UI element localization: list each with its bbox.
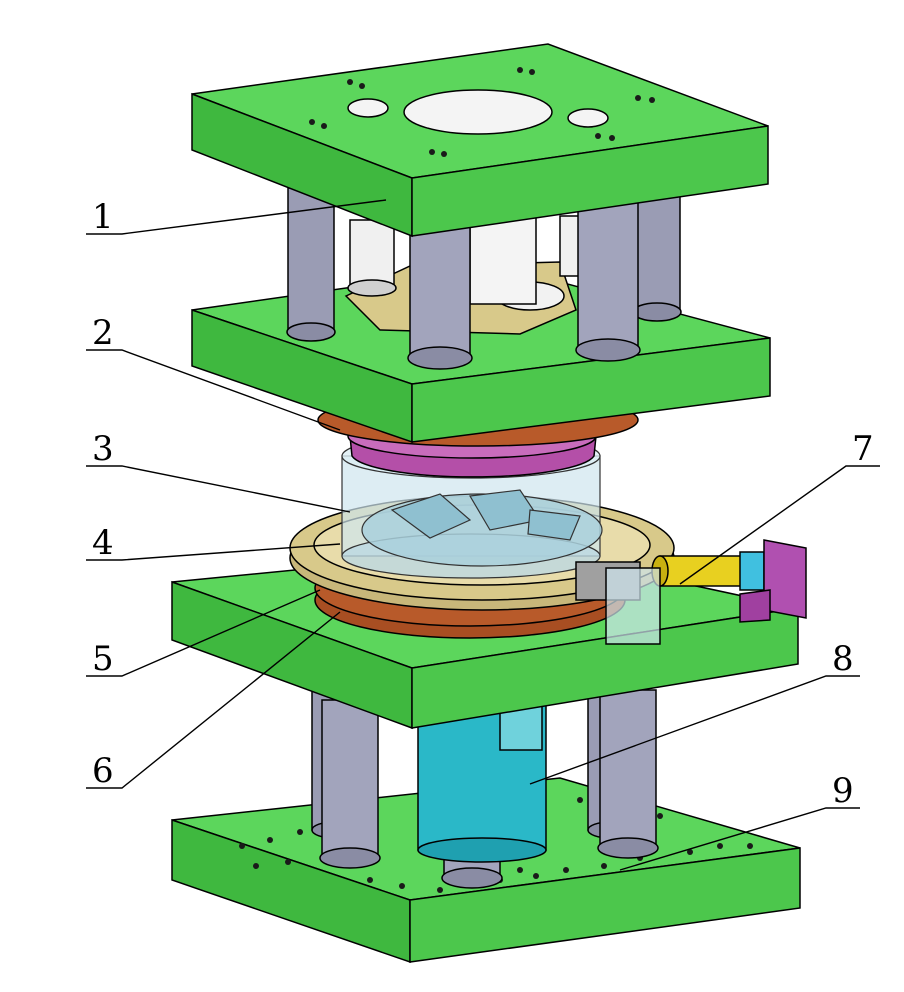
leader-line-8: [529, 675, 860, 785]
top-plate-holes: [347, 89, 609, 135]
leader-lines: [86, 199, 880, 871]
callout-2: 2: [92, 313, 114, 353]
callout-6: 6: [92, 751, 114, 791]
top-plate-bolt-holes: [309, 67, 655, 157]
callout-3: 3: [92, 429, 114, 469]
callout-labels: 1 2 3 4 5 6 7 8 9: [92, 197, 874, 811]
leader-line-9: [619, 807, 860, 871]
yellow-cylinder-assembly: [575, 539, 807, 645]
callout-9: 9: [832, 771, 854, 811]
cyan-hydraulic-cylinder: [417, 699, 547, 863]
callout-4: 4: [92, 523, 114, 563]
callout-7: 7: [852, 429, 874, 469]
leader-line-5: [86, 589, 321, 677]
leader-line-7: [679, 465, 880, 585]
top-plate: [191, 43, 769, 238]
callout-1: 1: [92, 197, 114, 237]
leader-line-1: [86, 199, 387, 235]
leader-line-2: [86, 349, 341, 431]
leader-line-3: [86, 465, 351, 513]
callout-5: 5: [92, 639, 114, 679]
callout-8: 8: [832, 639, 854, 679]
leader-line-4: [86, 543, 341, 561]
leader-line-6: [86, 611, 341, 789]
